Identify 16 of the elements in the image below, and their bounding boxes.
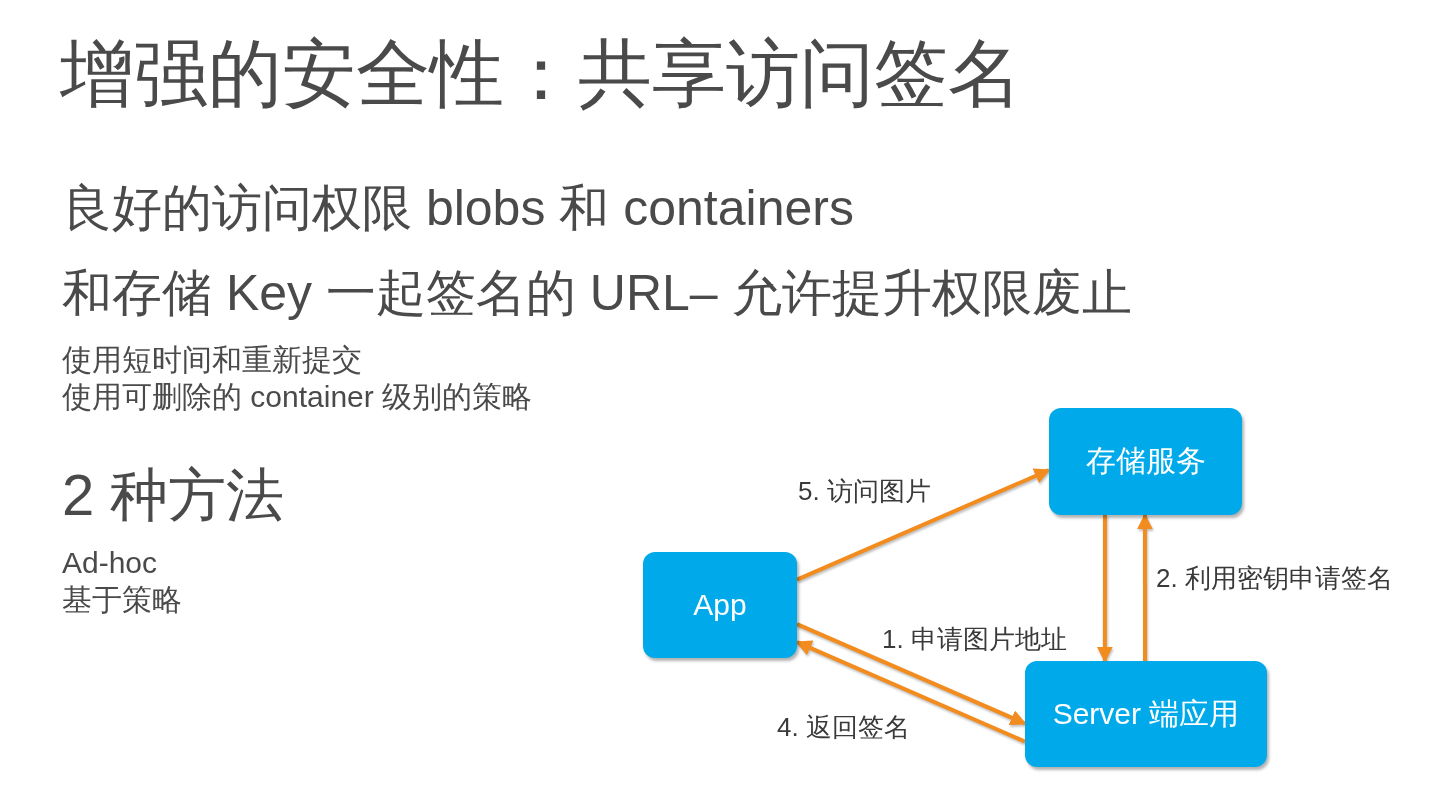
bullet-text: Ad-hoc	[62, 546, 158, 581]
process-box: Server 端应用	[1025, 661, 1267, 767]
process-box: App	[643, 552, 797, 658]
process-box: 存储服务	[1049, 408, 1242, 515]
bullet-text: 使用短时间和重新提交	[62, 343, 362, 378]
bullet-text: 基于策略	[62, 583, 182, 618]
bullet-text: 2 种方法	[62, 462, 285, 529]
slide-title: 增强的安全性：共享访问签名	[60, 31, 1022, 117]
bullet-text: 良好的访问权限 blobs 和 containers	[62, 180, 854, 238]
arrow	[1136, 513, 1153, 661]
arrow	[795, 640, 1026, 744]
arrow	[796, 622, 1027, 726]
bullet-text: 和存储 Key 一起签名的 URL– 允许提升权限废止	[62, 265, 1132, 323]
bullet-text: 使用可删除的 container 级别的策略	[62, 380, 533, 415]
arrow	[1096, 515, 1113, 663]
arrow	[796, 468, 1051, 582]
